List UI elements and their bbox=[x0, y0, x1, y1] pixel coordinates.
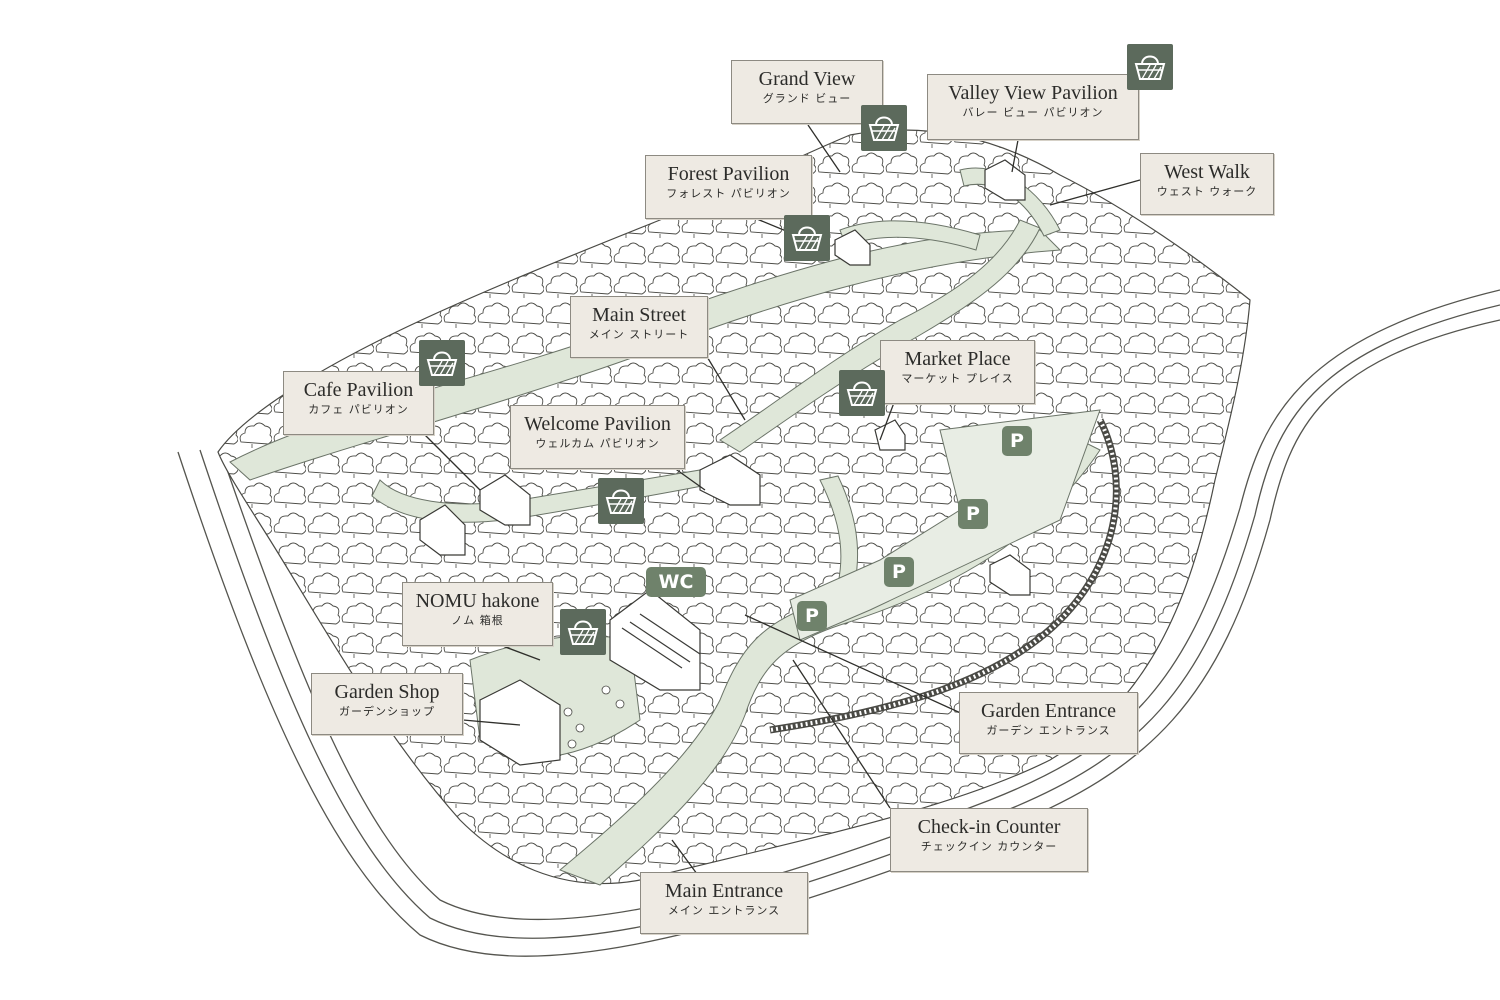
label-west-walk[interactable]: West Walk ウェスト ウォーク bbox=[1140, 153, 1274, 215]
picnic-basket-icon[interactable] bbox=[861, 105, 907, 151]
park-forest bbox=[217, 129, 1251, 885]
label-en: Grand View bbox=[758, 68, 856, 90]
label-en: Check-in Counter bbox=[917, 816, 1061, 838]
label-en: Welcome Pavilion bbox=[524, 413, 671, 435]
label-ja: フォレスト パビリオン bbox=[666, 187, 791, 200]
label-ja: ウェルカム パビリオン bbox=[535, 437, 660, 450]
label-ja: ノム 箱根 bbox=[451, 614, 504, 627]
label-grand-view[interactable]: Grand View グランド ビュー bbox=[731, 60, 883, 124]
label-ja: メイン ストリート bbox=[588, 328, 690, 341]
picnic-basket-icon[interactable] bbox=[560, 609, 606, 655]
picnic-basket-icon[interactable] bbox=[839, 370, 885, 416]
label-ja: マーケット プレイス bbox=[901, 372, 1014, 385]
label-ja: カフェ パビリオン bbox=[308, 403, 409, 416]
label-ja: ガーデンショップ bbox=[339, 705, 435, 718]
label-ja: バレー ビュー パビリオン bbox=[962, 106, 1104, 119]
label-ja: ウェスト ウォーク bbox=[1156, 185, 1258, 198]
label-nomu-hakone[interactable]: NOMU hakone ノム 箱根 bbox=[402, 582, 553, 646]
parking-icon[interactable]: P bbox=[884, 557, 914, 587]
label-ja: チェックイン カウンター bbox=[920, 840, 1058, 853]
label-en: West Walk bbox=[1164, 161, 1250, 183]
label-valley-view-pavilion[interactable]: Valley View Pavilion バレー ビュー パビリオン bbox=[927, 74, 1139, 140]
label-garden-entrance[interactable]: Garden Entrance ガーデン エントランス bbox=[959, 692, 1138, 754]
label-market-place[interactable]: Market Place マーケット プレイス bbox=[880, 340, 1035, 404]
picnic-basket-icon[interactable] bbox=[598, 478, 644, 524]
parking-icon[interactable]: P bbox=[1002, 426, 1032, 456]
label-ja: グランド ビュー bbox=[762, 92, 852, 105]
wc-icon[interactable]: WC bbox=[646, 567, 706, 597]
label-en: Main Street bbox=[592, 304, 686, 326]
label-welcome-pavilion[interactable]: Welcome Pavilion ウェルカム パビリオン bbox=[510, 405, 685, 469]
label-en: Main Entrance bbox=[664, 880, 784, 902]
picnic-basket-icon[interactable] bbox=[419, 340, 465, 386]
label-garden-shop[interactable]: Garden Shop ガーデンショップ bbox=[311, 673, 463, 735]
label-en: Cafe Pavilion bbox=[303, 379, 414, 401]
picnic-basket-icon[interactable] bbox=[1127, 44, 1173, 90]
label-en: Forest Pavilion bbox=[667, 163, 790, 185]
picnic-basket-icon[interactable] bbox=[784, 215, 830, 261]
east-walkway bbox=[769, 418, 1120, 734]
label-en: Garden Shop bbox=[334, 681, 440, 703]
label-main-entrance[interactable]: Main Entrance メイン エントランス bbox=[640, 872, 808, 934]
label-en: NOMU hakone bbox=[415, 590, 540, 612]
label-en: Garden Entrance bbox=[981, 700, 1116, 722]
label-en: Valley View Pavilion bbox=[948, 82, 1118, 104]
parking-icon[interactable]: P bbox=[958, 499, 988, 529]
label-check-in-counter[interactable]: Check-in Counter チェックイン カウンター bbox=[890, 808, 1088, 872]
label-cafe-pavilion[interactable]: Cafe Pavilion カフェ パビリオン bbox=[283, 371, 434, 435]
label-ja: メイン エントランス bbox=[667, 904, 781, 917]
label-ja: ガーデン エントランス bbox=[986, 724, 1111, 737]
label-main-street[interactable]: Main Street メイン ストリート bbox=[570, 296, 708, 358]
label-en: Market Place bbox=[904, 348, 1011, 370]
parking-icon[interactable]: P bbox=[797, 601, 827, 631]
buildings bbox=[419, 159, 1031, 766]
label-forest-pavilion[interactable]: Forest Pavilion フォレスト パビリオン bbox=[645, 155, 812, 219]
